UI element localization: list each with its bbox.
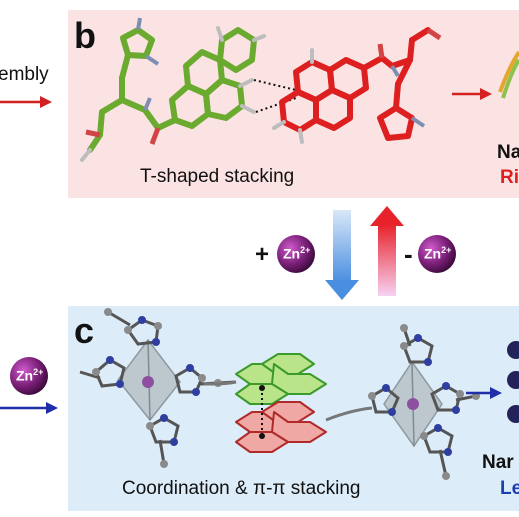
panel-b-left-cut-label: embly	[0, 64, 49, 85]
remove-sign: -	[404, 239, 413, 269]
panel-c-caption: Coordination & π-π stacking	[122, 478, 361, 499]
panel-c-letter: c	[74, 310, 95, 351]
add-ion-charge: 2+	[300, 245, 311, 255]
add-ion-symbol: Zn	[283, 245, 301, 262]
panel-c-right-cut-label-top: Nar	[482, 452, 514, 473]
add-ion-label: Zn2+	[283, 245, 310, 262]
remove-ion-charge: 2+	[441, 245, 452, 255]
left-ion-symbol: Zn	[16, 367, 34, 384]
panel-b-letter: b	[74, 15, 96, 56]
left-ion-label: Zn2+	[16, 367, 43, 384]
panel-b-right-cut-label-top: Na	[497, 142, 519, 163]
panel-b-right-cut-label-bottom: Ri	[500, 167, 519, 188]
add-sign: +	[255, 241, 270, 268]
panel-c-right-cut-label-bottom: Le	[500, 478, 519, 499]
panel-b-background	[68, 10, 519, 198]
remove-ion-label: Zn2+	[424, 245, 451, 262]
left-ion-charge: 2+	[33, 367, 44, 377]
panel-b-caption: T-shaped stacking	[140, 166, 295, 187]
remove-ion-symbol: Zn	[424, 245, 442, 262]
